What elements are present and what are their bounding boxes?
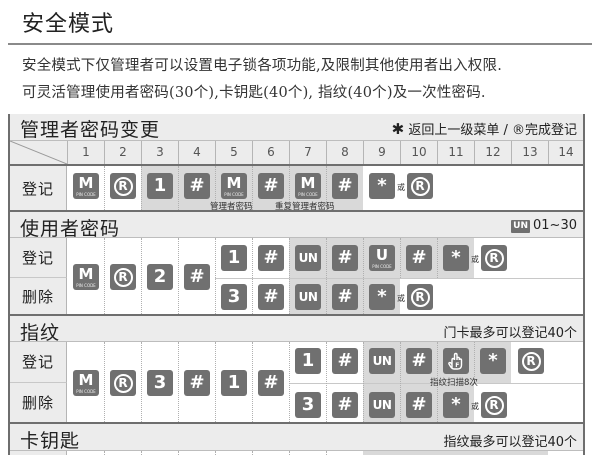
step-number: 12 bbox=[474, 141, 511, 164]
step-number: 6 bbox=[252, 141, 289, 164]
r-circle-key: R bbox=[110, 264, 136, 290]
digit-1-key: 1 bbox=[221, 245, 247, 271]
hash-key: # bbox=[258, 245, 284, 271]
hash-key: # bbox=[406, 348, 432, 374]
hash-key: # bbox=[406, 245, 432, 271]
row-label-register: 登记 bbox=[10, 342, 67, 383]
or-text: 或 bbox=[471, 255, 479, 264]
hash-key: # bbox=[258, 284, 284, 310]
hash-key: # bbox=[184, 370, 210, 396]
hash-key: # bbox=[258, 173, 284, 199]
caption-admin-password: 管理者密码 bbox=[210, 202, 253, 212]
hash-key: # bbox=[332, 245, 358, 271]
r-circle-key: R bbox=[518, 348, 544, 374]
r-circle-key: R bbox=[407, 173, 433, 199]
hash-key: # bbox=[332, 348, 358, 374]
r-circle-key: R bbox=[407, 284, 433, 310]
hash-key: # bbox=[258, 370, 284, 396]
step-number: 11 bbox=[437, 141, 474, 164]
un-key: UN bbox=[369, 348, 395, 374]
section-title: 指纹 bbox=[20, 322, 61, 344]
digit-1-key: 1 bbox=[295, 348, 321, 374]
security-mode-table: 管理者密码变更 ✱ 返回上一级菜单 / ®完成登记 1 2 3 4 5 6 7 … bbox=[8, 114, 585, 455]
row-label-delete: 删除 bbox=[10, 278, 67, 316]
hash-key: # bbox=[332, 392, 358, 418]
step-number: 4 bbox=[178, 141, 215, 164]
section-title: 使用者密码 bbox=[20, 218, 121, 240]
un-key: UN bbox=[295, 245, 321, 271]
section-header-card-key: 卡钥匙 指纹最多可以登记40个 bbox=[10, 422, 583, 452]
row-label-delete: 删除 bbox=[10, 383, 67, 424]
digit-3-key: 3 bbox=[221, 284, 247, 310]
section-header-admin-password: 管理者密码变更 ✱ 返回上一级菜单 / ®完成登记 bbox=[10, 114, 583, 141]
section-note: 门卡最多可以登记40个 bbox=[443, 326, 577, 341]
fingerprint-hand-icon: F bbox=[443, 348, 469, 374]
r-circle-key: R bbox=[481, 245, 507, 271]
un-key: UN bbox=[369, 392, 395, 418]
digit-1-key: 1 bbox=[147, 173, 173, 199]
corner-diagonal bbox=[10, 141, 67, 164]
step-number: 9 bbox=[363, 141, 400, 164]
asterisk-key: * bbox=[443, 245, 469, 271]
step-number: 7 bbox=[289, 141, 326, 164]
row-label-register: 登记 bbox=[10, 166, 67, 212]
caption-repeat-admin-password: 重复管理者密码 bbox=[275, 202, 335, 212]
hash-key: # bbox=[332, 173, 358, 199]
or-text: 或 bbox=[397, 183, 405, 192]
r-circle-key: R bbox=[110, 173, 136, 199]
step-number: 8 bbox=[326, 141, 363, 164]
step-number-row: 1 2 3 4 5 6 7 8 9 10 11 12 13 14 bbox=[10, 141, 583, 164]
step-number: 10 bbox=[400, 141, 437, 164]
asterisk-key: * bbox=[369, 173, 395, 199]
section-note: 指纹最多可以登记40个 bbox=[443, 435, 577, 450]
hash-key: # bbox=[184, 173, 210, 199]
section-note: ✱ 返回上一级菜单 / ®完成登记 bbox=[391, 120, 577, 138]
section-title: 管理者密码变更 bbox=[20, 119, 161, 141]
step-number: 13 bbox=[511, 141, 548, 164]
hash-key: # bbox=[406, 392, 432, 418]
or-text: 或 bbox=[397, 294, 405, 303]
asterisk-key: * bbox=[443, 392, 469, 418]
description-line-1: 安全模式下仅管理者可以设置电子锁各项功能,及限制其他使用者出入权限. bbox=[22, 58, 503, 74]
digit-3-key: 3 bbox=[295, 392, 321, 418]
digit-1-key: 1 bbox=[221, 370, 247, 396]
caption-scan-fingerprint: 指纹扫描8次 bbox=[430, 378, 478, 388]
r-circle-key: R bbox=[110, 370, 136, 396]
hash-key: # bbox=[332, 284, 358, 310]
hash-key: # bbox=[184, 264, 210, 290]
description-line-2: 可灵活管理使用者密码(30个),卡钥匙(40个), 指纹(40个)及一次性密码. bbox=[22, 85, 486, 101]
r-circle-key: R bbox=[481, 392, 507, 418]
svg-text:F: F bbox=[455, 362, 459, 369]
step-number: 1 bbox=[67, 141, 104, 164]
asterisk-key: * bbox=[369, 284, 395, 310]
step-number: 5 bbox=[215, 141, 252, 164]
digit-2-key: 2 bbox=[147, 264, 173, 290]
asterisk-key: * bbox=[480, 348, 506, 374]
digit-3-key: 3 bbox=[147, 370, 173, 396]
row-label-register: 登记 bbox=[10, 238, 67, 278]
un-key: UN bbox=[295, 284, 321, 310]
step-number: 14 bbox=[548, 141, 583, 164]
step-number: 2 bbox=[104, 141, 141, 164]
title-divider bbox=[8, 43, 592, 45]
step-number: 3 bbox=[141, 141, 178, 164]
section-header-fingerprint: 指纹 门卡最多可以登记40个 bbox=[10, 314, 583, 344]
un-badge: UN bbox=[511, 220, 531, 233]
section-title: 卡钥匙 bbox=[20, 430, 81, 452]
asterisk-icon: ✱ bbox=[391, 120, 405, 138]
or-text: 或 bbox=[471, 402, 479, 411]
page-title: 安全模式 bbox=[22, 12, 115, 37]
